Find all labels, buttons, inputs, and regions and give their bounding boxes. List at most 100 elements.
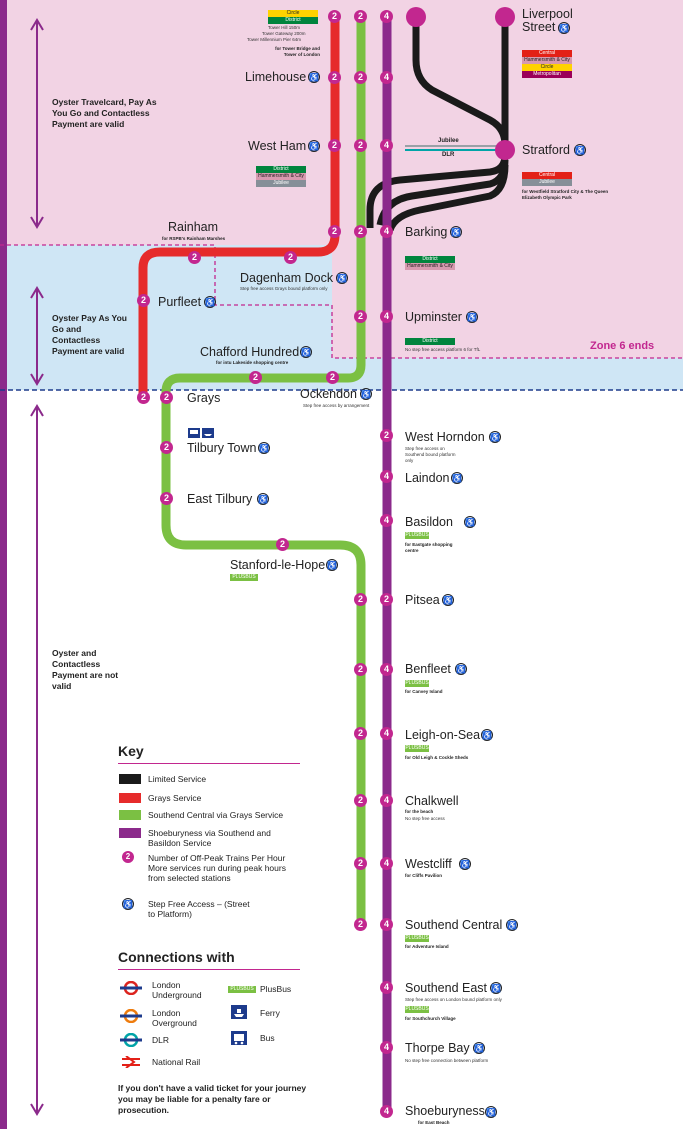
- upminster-note: No step free access platform 6 for TfL: [405, 347, 481, 352]
- plusbus-badge: PLUSBUS: [405, 1006, 429, 1013]
- leigh-note: for Old Leigh & Cockle Sheds: [405, 755, 469, 760]
- station-west-ham: West Ham: [248, 139, 307, 153]
- step-free-icon: ♿: [204, 296, 216, 308]
- station-chafford-hundred: Chafford Hundred: [200, 345, 300, 359]
- station-liverpool-street: Liverpool Street: [522, 7, 573, 34]
- freq-badge: 2: [249, 371, 262, 384]
- conn-overground: London Overground: [152, 1008, 197, 1028]
- freq-badge: 4: [380, 139, 393, 152]
- plusbus-badge: PLUSBUS: [405, 532, 429, 539]
- freq-badge: 4: [380, 310, 393, 323]
- freq-badge: 2: [354, 794, 367, 807]
- jubilee-badge: Jubilee: [256, 180, 306, 187]
- conn-bus: Bus: [260, 1033, 275, 1043]
- key-step-free: Step Free Access – (Street to Platform): [148, 899, 250, 919]
- grays-line: [138, 17, 340, 398]
- connections-divider: [118, 969, 300, 970]
- station-leigh-on-sea: Leigh-on-Sea: [405, 728, 481, 742]
- district-badge: District: [256, 166, 306, 173]
- freq-badge: 2: [354, 727, 367, 740]
- conn-national-rail: National Rail: [152, 1057, 201, 1067]
- tower-pier-note: Tower Millennium Pier 64m: [247, 37, 302, 42]
- station-basildon: Basildon: [405, 515, 453, 529]
- step-free-icon: ♿: [464, 516, 476, 528]
- national-rail-icon: [122, 1056, 140, 1068]
- station-stratford: Stratford: [522, 143, 570, 157]
- hammersmith-badge: Hammersmith & City: [256, 173, 306, 180]
- station-barking: Barking: [405, 225, 448, 239]
- station-dagenham-dock: Dagenham Dock: [240, 271, 334, 285]
- freq-badge: 2: [328, 139, 341, 152]
- step-free-icon: ♿: [336, 272, 348, 284]
- step-free-icon: ♿: [122, 898, 134, 910]
- westcliff-note: for Cliffs Pavilion: [405, 873, 443, 878]
- step-free-icon: ♿: [473, 1042, 485, 1054]
- freq-badge: 2: [354, 139, 367, 152]
- shoeburyness-note: for East Beach: [418, 1120, 450, 1125]
- overground-icon: [120, 1009, 142, 1023]
- ferry-bus-icon: [188, 428, 214, 438]
- key-freq-badge: 2: [122, 851, 134, 863]
- freq-badge: 2: [188, 251, 201, 264]
- freq-badge: 2: [326, 371, 339, 384]
- step-free-icon: ♿: [459, 858, 471, 870]
- freq-badge: 2: [328, 10, 341, 23]
- left-border: [0, 0, 7, 1129]
- shoeburyness-swatch: [119, 828, 141, 838]
- ferry-icon: [231, 1005, 247, 1019]
- dlr-icon: [120, 1033, 142, 1047]
- step-free-icon: ♿: [257, 493, 269, 505]
- station-limehouse: Limehouse: [245, 70, 307, 84]
- freq-badge: 2: [354, 918, 367, 931]
- circle-badge: Circle: [522, 64, 572, 71]
- freq-badge: 4: [380, 225, 393, 238]
- station-southend-central: Southend Central: [405, 918, 503, 932]
- zone6-label: Zone 6 ends: [590, 340, 655, 352]
- freq-badge: 4: [380, 981, 393, 994]
- bus-icon: [231, 1031, 247, 1045]
- basildon-note: for Eastgate shopping centre: [405, 542, 453, 553]
- chalkwell-note: for the beach: [405, 809, 434, 814]
- dagenham-note: Step free access Grays bound platform on…: [240, 286, 328, 291]
- station-west-horndon: West Horndon: [405, 430, 485, 444]
- freq-badge: 4: [380, 857, 393, 870]
- district-badge: District: [405, 338, 455, 345]
- dlr-label: DLR: [442, 152, 455, 158]
- tower-hill-note: Tower Hill 150m: [268, 25, 301, 30]
- freq-badge: 4: [380, 1105, 393, 1118]
- station-southend-east: Southend East: [405, 981, 488, 995]
- station-thorpe-bay: Thorpe Bay: [405, 1041, 470, 1055]
- station-westcliff: Westcliff: [405, 857, 452, 871]
- freq-badge: 2: [354, 225, 367, 238]
- freq-badge: 4: [380, 727, 393, 740]
- station-purfleet: Purfleet: [158, 295, 202, 309]
- ockendon-note: Step free access by arrangement: [303, 403, 370, 408]
- freq-badge: 2: [354, 10, 367, 23]
- jubilee-label: Jubilee: [438, 138, 459, 144]
- freq-badge: 2: [380, 429, 393, 442]
- central-badge: Central: [522, 172, 572, 179]
- freq-badge: 2: [328, 225, 341, 238]
- plusbus-badge: PLUSBUS: [230, 574, 258, 581]
- step-free-icon: ♿: [360, 388, 372, 400]
- thorpe-bay-note: No step free connection between platform: [405, 1058, 489, 1063]
- station-ockendon: Ockendon: [300, 387, 357, 401]
- freq-badge: 4: [380, 514, 393, 527]
- southend-central-note: for Adventure Island: [405, 944, 449, 949]
- rainham-note: for RSPB's Rainham Marshes: [162, 236, 226, 241]
- conn-dlr: DLR: [152, 1035, 170, 1045]
- stratford-note: for Westfield Stratford City & The Queen…: [522, 189, 609, 200]
- step-free-icon: ♿: [558, 22, 570, 34]
- connections-title: Connections with: [118, 949, 235, 965]
- penalty-warning: If you don't have a valid ticket for you…: [118, 1083, 307, 1115]
- freq-badge: 2: [160, 492, 173, 505]
- step-free-icon: ♿: [455, 663, 467, 675]
- limited-swatch: [119, 774, 141, 784]
- freq-badge: 4: [380, 470, 393, 483]
- jubilee-badge: Jubilee: [522, 179, 572, 186]
- freq-badge: 2: [160, 441, 173, 454]
- conn-ferry: Ferry: [260, 1008, 280, 1018]
- zone-payg-area: [0, 245, 332, 390]
- freq-badge: 2: [137, 294, 150, 307]
- step-free-icon: ♿: [490, 982, 502, 994]
